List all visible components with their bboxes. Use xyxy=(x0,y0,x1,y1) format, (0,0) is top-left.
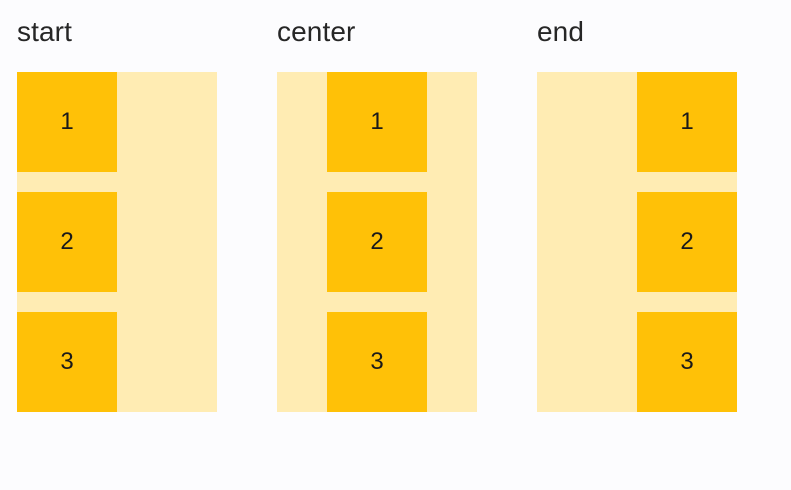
flex-item: 1 xyxy=(637,72,737,172)
panel-label-center: center xyxy=(277,16,356,47)
flex-item-label: 3 xyxy=(60,348,74,375)
flex-item-label: 1 xyxy=(60,108,74,135)
flex-item-label: 1 xyxy=(370,108,384,135)
panel-label-start: start xyxy=(17,16,72,47)
flex-item-label: 2 xyxy=(60,228,74,255)
flex-container-center: 1 2 3 xyxy=(277,72,477,412)
flex-container-start: 1 2 3 xyxy=(17,72,217,412)
flex-item: 1 xyxy=(327,72,427,172)
flex-item-label: 2 xyxy=(370,228,384,255)
flex-item-label: 3 xyxy=(370,348,384,375)
flex-item: 2 xyxy=(637,192,737,292)
flex-item: 3 xyxy=(327,312,427,412)
flex-item: 2 xyxy=(327,192,427,292)
panel-label-end: end xyxy=(537,16,585,47)
flex-item: 3 xyxy=(17,312,117,412)
flex-item-label: 2 xyxy=(680,228,694,255)
flex-item-label: 1 xyxy=(680,108,694,135)
flex-item-label: 3 xyxy=(680,348,694,375)
flex-item: 3 xyxy=(637,312,737,412)
flex-item: 2 xyxy=(17,192,117,292)
flex-item: 1 xyxy=(17,72,117,172)
flex-container-end: 1 2 3 xyxy=(537,72,737,412)
